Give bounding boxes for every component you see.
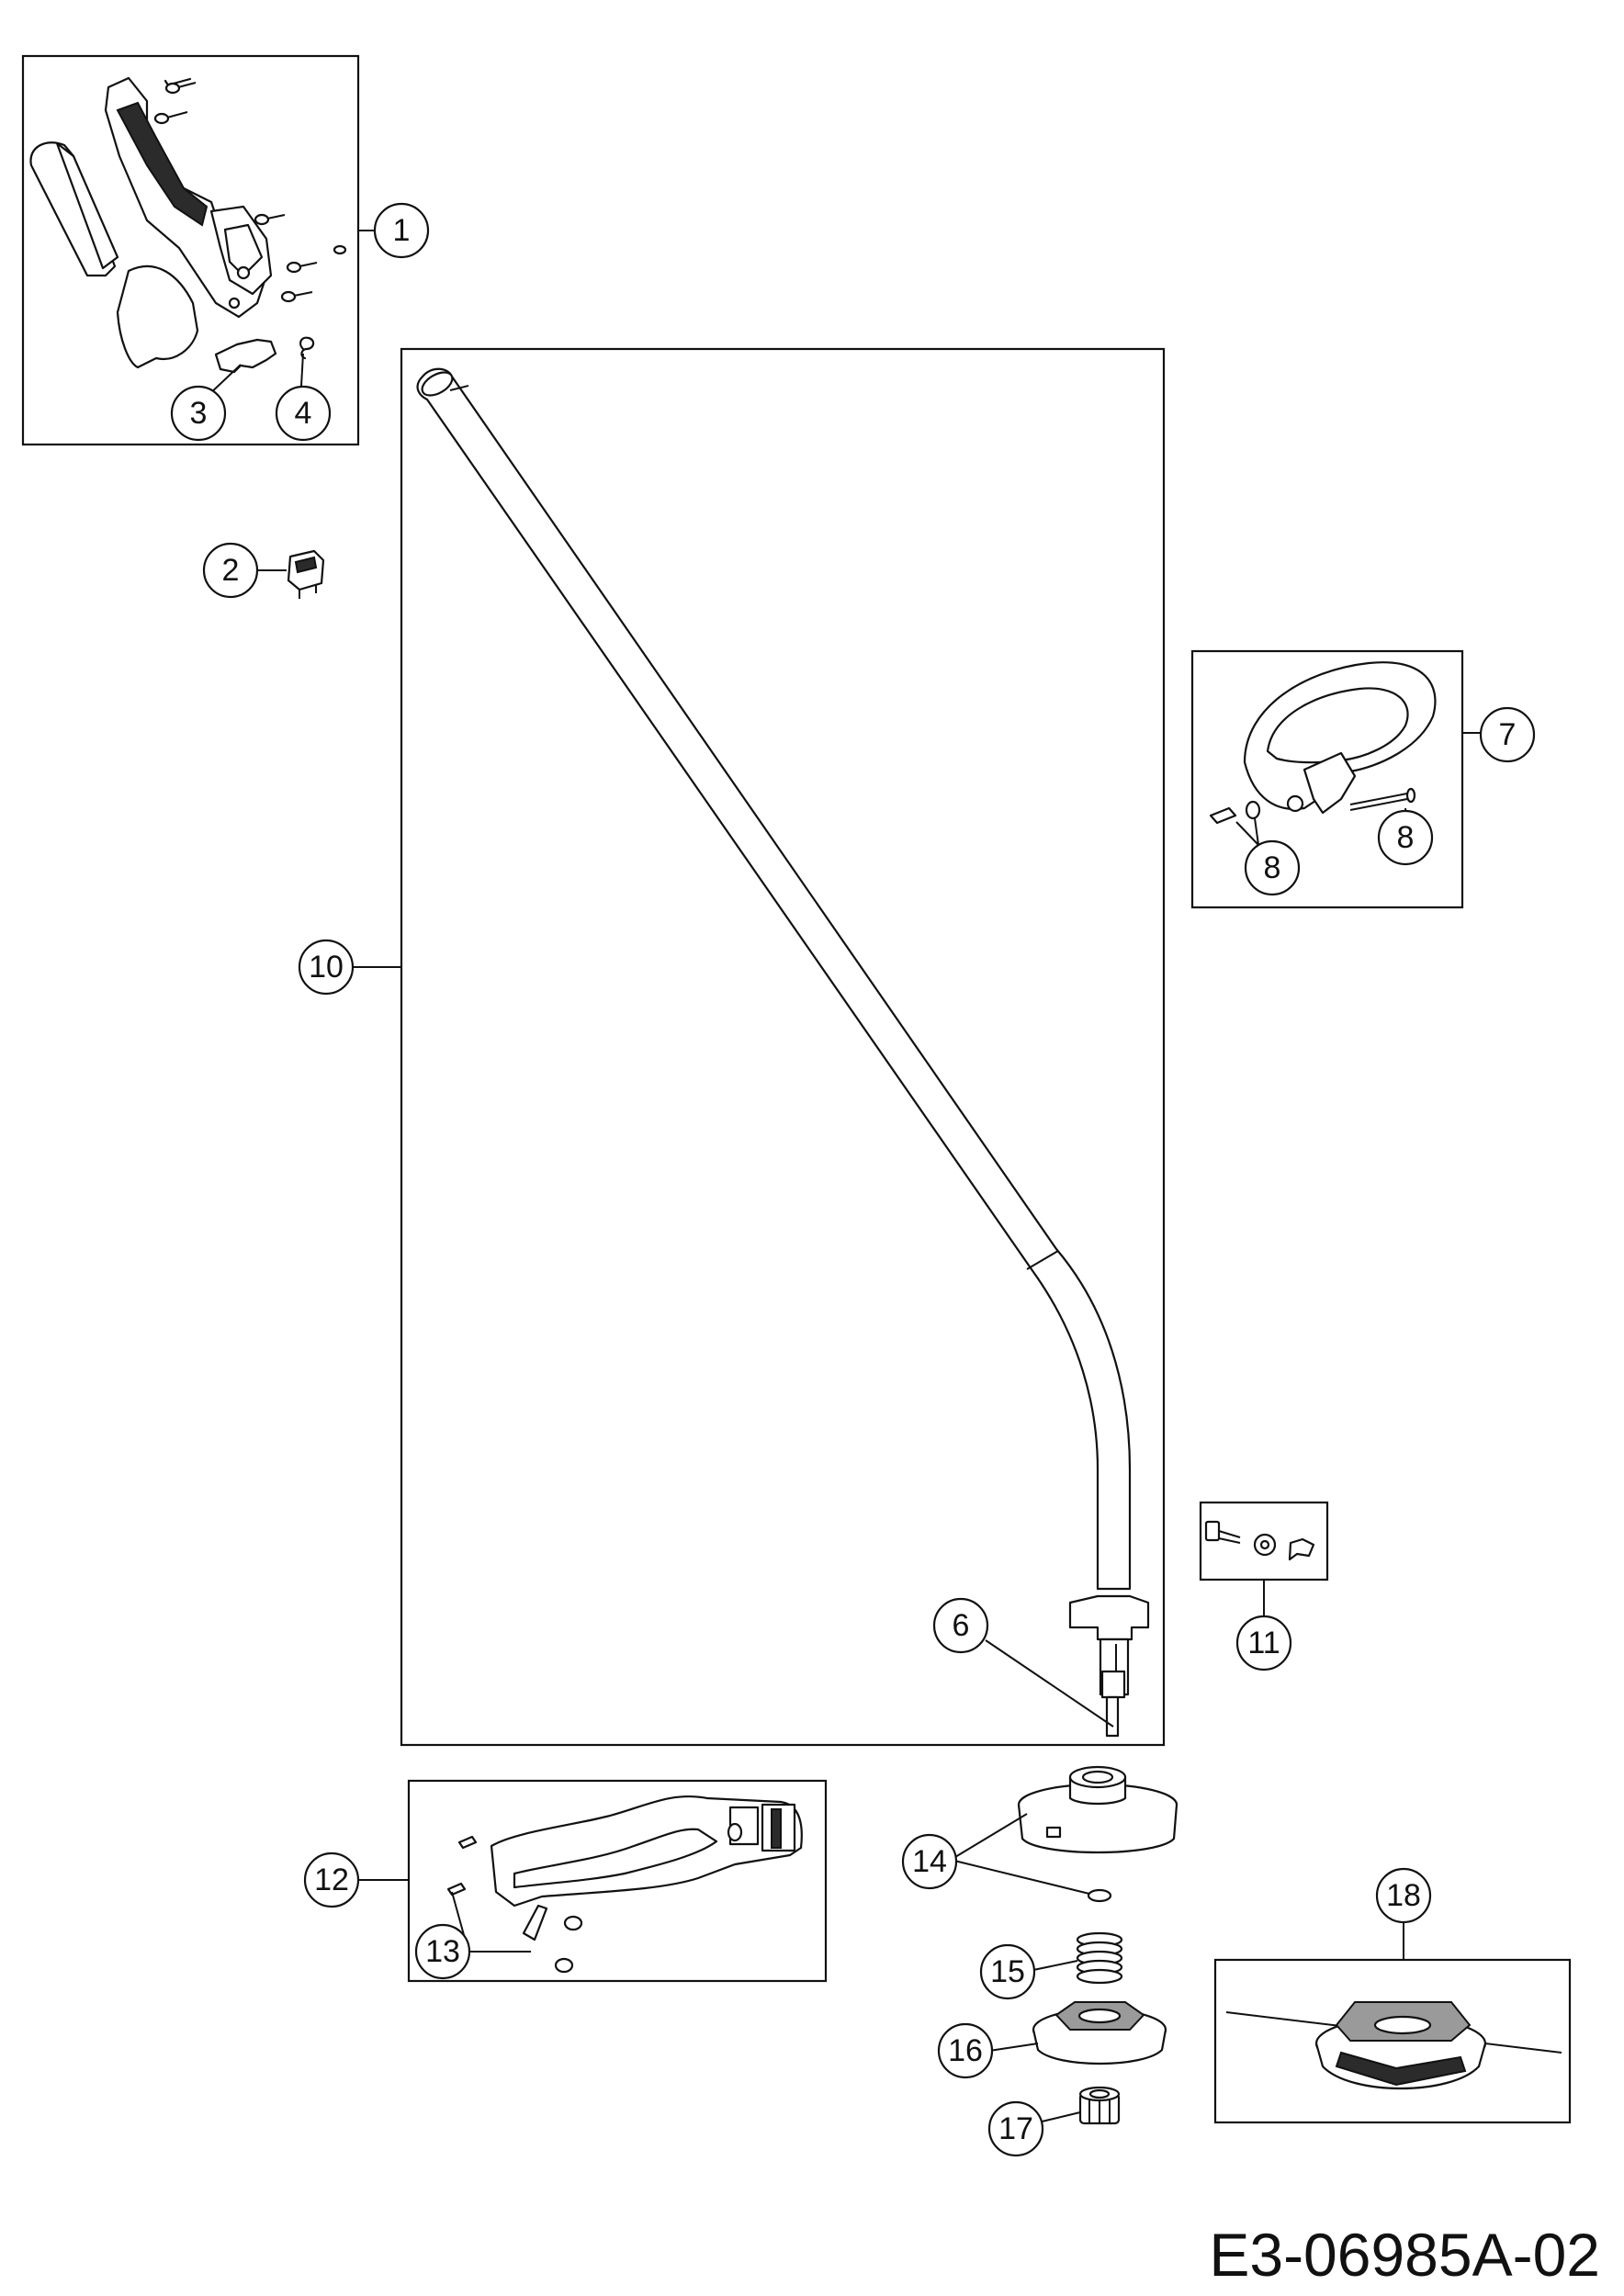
handle-screws	[153, 77, 347, 303]
callout-18: 18	[1375, 1867, 1432, 1924]
callout-7-label: 7	[1499, 717, 1517, 752]
spool-spring	[1076, 1931, 1123, 1985]
callout-15: 15	[979, 1943, 1036, 2000]
callout-7: 7	[1479, 706, 1536, 763]
guard-fasteners	[446, 1835, 583, 1974]
callout-18-label: 18	[1386, 1878, 1421, 1913]
callout-6: 6	[932, 1597, 989, 1654]
trimmer-spool	[1032, 2001, 1167, 2065]
rear-handle-housing	[29, 76, 273, 369]
shaft	[416, 367, 1132, 1591]
callout-12: 12	[303, 1851, 360, 1908]
callout-8-right-label: 8	[1397, 820, 1415, 855]
callout-4: 4	[275, 385, 332, 442]
bump-knob	[1078, 2086, 1121, 2125]
callout-1: 1	[373, 202, 430, 259]
callout-16-label: 16	[948, 2033, 983, 2068]
trigger-spring	[299, 336, 315, 360]
grass-guard	[490, 1795, 803, 1908]
callout-3-label: 3	[190, 396, 208, 431]
callout-17: 17	[987, 2100, 1044, 2157]
front-assist-handle	[1243, 661, 1437, 815]
callout-10: 10	[298, 939, 355, 996]
handle-fasteners	[1209, 787, 1416, 825]
callout-13: 13	[414, 1923, 471, 1980]
callout-8-left: 8	[1244, 839, 1301, 896]
front-handle-frame	[1190, 649, 1464, 909]
replacement-spool-with-line	[1225, 2001, 1562, 2089]
trigger-lever	[214, 338, 277, 374]
callout-2: 2	[202, 542, 259, 599]
callout-8-left-label: 8	[1264, 850, 1281, 885]
leader-lines	[206, 230, 1481, 2124]
callout-12-label: 12	[314, 1863, 349, 1897]
callout-16: 16	[937, 2022, 994, 2079]
power-switch	[287, 549, 325, 599]
callout-17-label: 17	[998, 2111, 1033, 2146]
callout-8-right: 8	[1377, 809, 1434, 866]
callout-15-label: 15	[990, 1954, 1025, 1989]
callout-2-label: 2	[222, 553, 240, 588]
callout-1-label: 1	[393, 213, 411, 248]
callout-13-label: 13	[425, 1934, 460, 1969]
callout-10-label: 10	[309, 950, 344, 985]
callout-6-label: 6	[953, 1608, 970, 1643]
callout-3: 3	[170, 385, 227, 442]
diagram-code: E3-06985A-02	[1209, 2221, 1600, 2289]
bolt-kit	[1204, 1520, 1315, 1561]
callout-11: 11	[1235, 1615, 1292, 1671]
spool-housing	[1017, 1765, 1179, 1854]
shaft-assembly-frame	[400, 347, 1166, 1747]
callout-11-label: 11	[1247, 1626, 1280, 1660]
callout-14-label: 14	[912, 1844, 947, 1879]
callout-4-label: 4	[295, 396, 312, 431]
spool-kit-frame	[1213, 1958, 1572, 2124]
shaft-clamp	[1068, 1594, 1150, 1738]
callout-14: 14	[901, 1833, 958, 1890]
spool-washer	[1087, 1888, 1112, 1903]
handle-assembly-frame	[21, 54, 360, 446]
